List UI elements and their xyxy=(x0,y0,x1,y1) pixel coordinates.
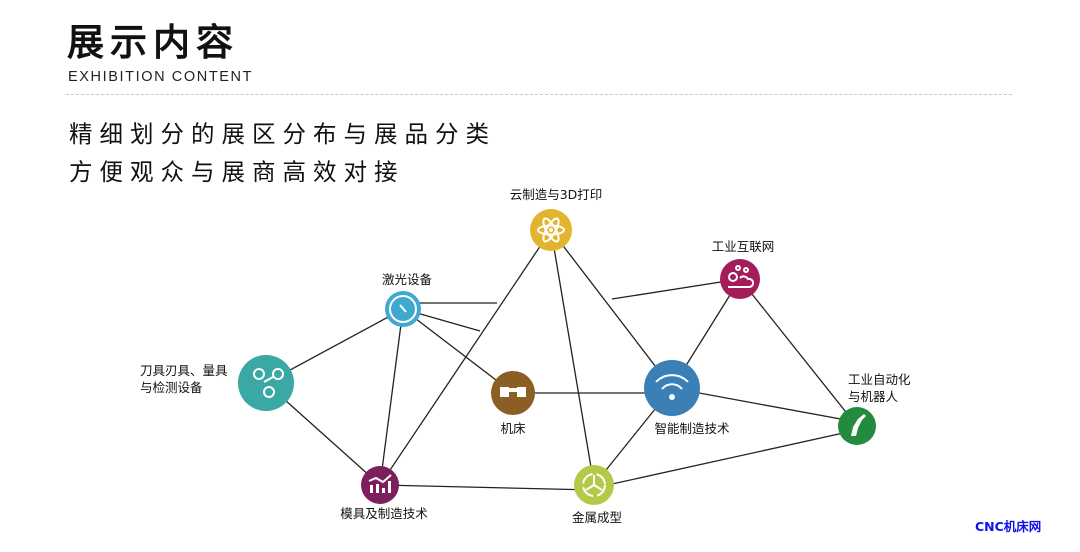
gears-cloud-icon xyxy=(728,265,755,288)
node-machine-tool: 机床 xyxy=(491,371,535,436)
edge-metal-automation xyxy=(593,429,858,489)
node-label-line-2: 与机器人 xyxy=(848,389,899,404)
tagline-line-2: 方便观众与展商高效对接 xyxy=(69,158,405,186)
edge-cloud-metal xyxy=(550,229,595,486)
edge-laser-mold xyxy=(379,308,404,486)
node-metal-forming: 金属成型 xyxy=(572,465,622,525)
node-label: 智能制造技术 xyxy=(654,421,730,436)
bar-chart-icon xyxy=(368,474,392,493)
node-label-line-2: 与检测设备 xyxy=(140,380,203,395)
node-cutting-tools-measuring: 刀具刃具、量具 与检测设备 xyxy=(140,355,294,411)
node-label-line-1: 工业自动化 xyxy=(848,372,911,387)
node-cloud-3d-printing: 云制造与3D打印 xyxy=(510,187,603,251)
node-label-line-1: 刀具刃具、量具 xyxy=(140,363,228,378)
node-circle xyxy=(238,355,294,411)
gauge-icon xyxy=(389,295,417,323)
node-circle xyxy=(720,259,760,299)
edges xyxy=(265,229,858,491)
edge-internet-automation xyxy=(739,278,858,427)
edge-internet-crossline xyxy=(611,278,741,300)
node-circle xyxy=(644,360,700,416)
node-laser-equipment: 激光设备 xyxy=(382,272,433,327)
edge-laser-machine xyxy=(402,308,514,394)
edge-mold-metal xyxy=(379,484,595,491)
tagline-line-1: 精细划分的展区分布与展品分类 xyxy=(69,120,496,148)
node-label: 金属成型 xyxy=(572,510,622,525)
robot-arm-icon xyxy=(851,414,866,436)
node-label: 机床 xyxy=(500,421,526,436)
node-mold-manufacturing: 模具及制造技术 xyxy=(340,466,428,521)
edge-cloud-smart xyxy=(550,229,673,389)
node-label: 激光设备 xyxy=(382,272,433,287)
atom-icon xyxy=(537,217,565,243)
machine-tool-icon xyxy=(500,387,526,397)
page-title: 展示内容 xyxy=(67,21,239,64)
recycle-icon xyxy=(582,473,606,497)
node-label: 工业互联网 xyxy=(712,239,775,254)
molecule-icon xyxy=(253,368,284,398)
watermark-logo: CNC机床网 xyxy=(975,519,1042,534)
page-subtitle-en: EXHIBITION CONTENT xyxy=(68,69,254,85)
node-label: 模具及制造技术 xyxy=(340,506,428,521)
edge-mold-cloud xyxy=(379,229,552,486)
dashed-divider xyxy=(66,94,1012,95)
node-circle xyxy=(361,466,399,504)
node-label: 云制造与3D打印 xyxy=(510,187,603,202)
node-smart-manufacturing: 智能制造技术 xyxy=(644,360,730,436)
node-automation-robotics: 工业自动化 与机器人 xyxy=(838,372,911,445)
edge-smart-automation xyxy=(671,387,858,423)
node-industrial-internet: 工业互联网 xyxy=(712,239,775,299)
node-circle xyxy=(491,371,535,415)
wifi-icon xyxy=(655,374,689,400)
